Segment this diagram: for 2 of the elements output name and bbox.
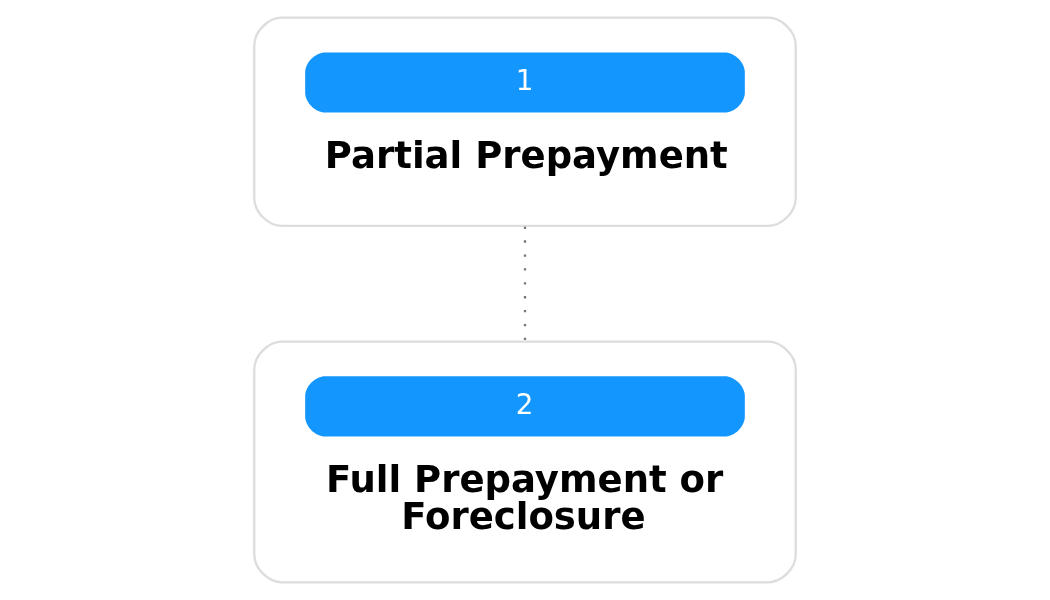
node-box: 1 Partial Prepayment <box>253 16 797 228</box>
node-box: 2 Full Prepayment or Foreclosure <box>253 340 797 584</box>
